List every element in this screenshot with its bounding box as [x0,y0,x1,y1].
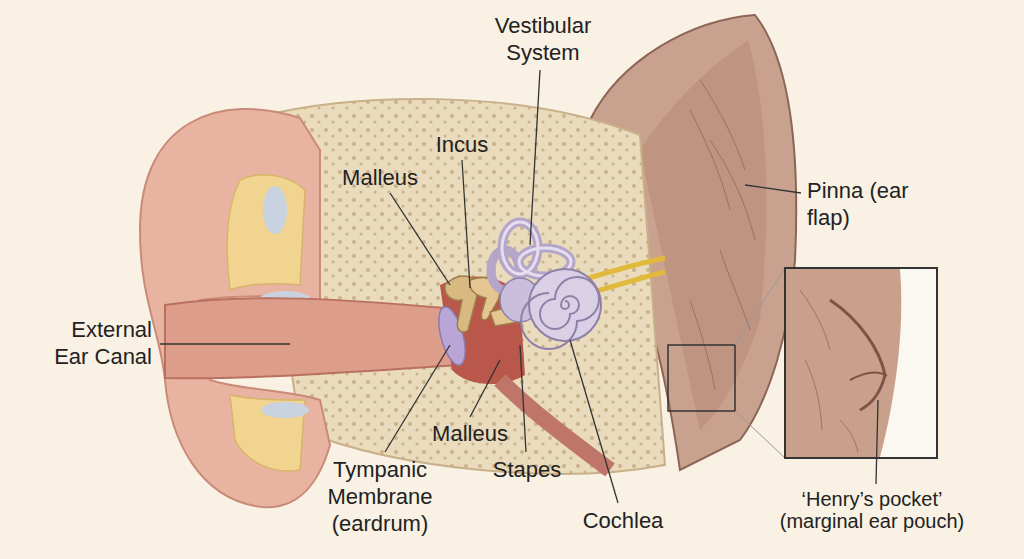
part-label: Vestibular System [478,12,608,66]
part-label: Malleus [325,164,435,191]
part-label: Pinna (ear flap) [807,177,917,231]
part-label: ‘Henry’s pocket’ (marginal ear pouch) [767,488,977,532]
part-label: External Ear Canal [42,316,152,370]
part-label: Stapes [482,456,572,483]
part-label: Incus [412,131,512,158]
part-label: Cochlea [573,507,673,534]
part-label: Tympanic Membrane (eardrum) [320,456,440,537]
part-label: Malleus [420,420,520,447]
